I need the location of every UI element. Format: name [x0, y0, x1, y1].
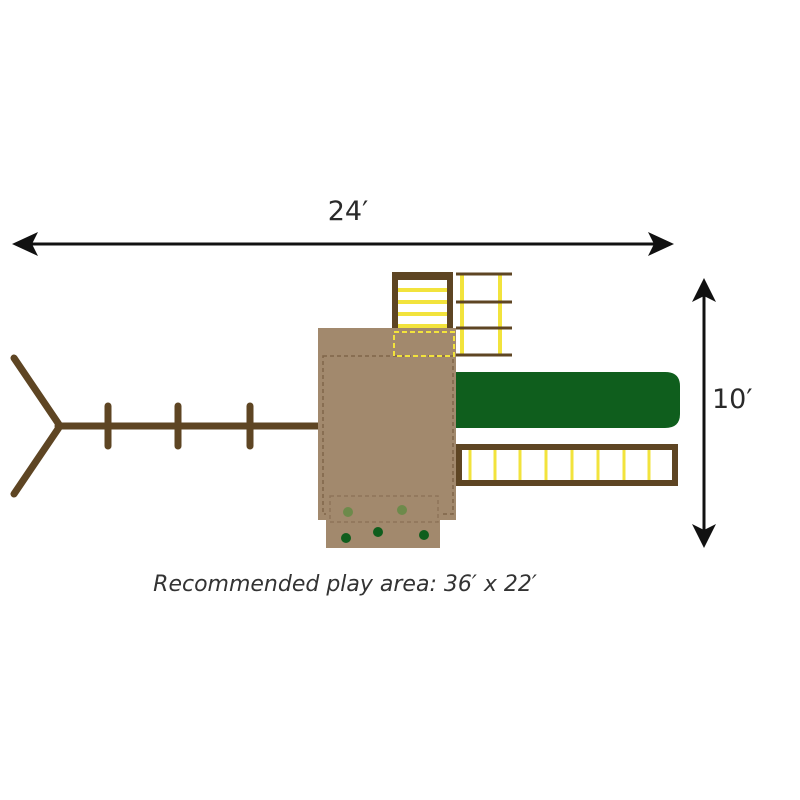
depth-dimension-label: 10′	[712, 384, 753, 415]
ramp-ladder	[456, 444, 678, 486]
rope-ladder	[456, 272, 512, 357]
ladder-opening-outline	[393, 331, 455, 357]
rock-wall	[326, 494, 440, 548]
width-dimension-arrow	[12, 232, 674, 256]
swing-beam	[10, 354, 322, 498]
play-area-caption: Recommended play area: 36′ x 22′	[153, 572, 537, 597]
slide	[456, 372, 680, 428]
depth-dimension-arrow	[692, 278, 716, 548]
main-deck	[318, 328, 456, 520]
width-dimension-label: 24′	[327, 196, 369, 227]
